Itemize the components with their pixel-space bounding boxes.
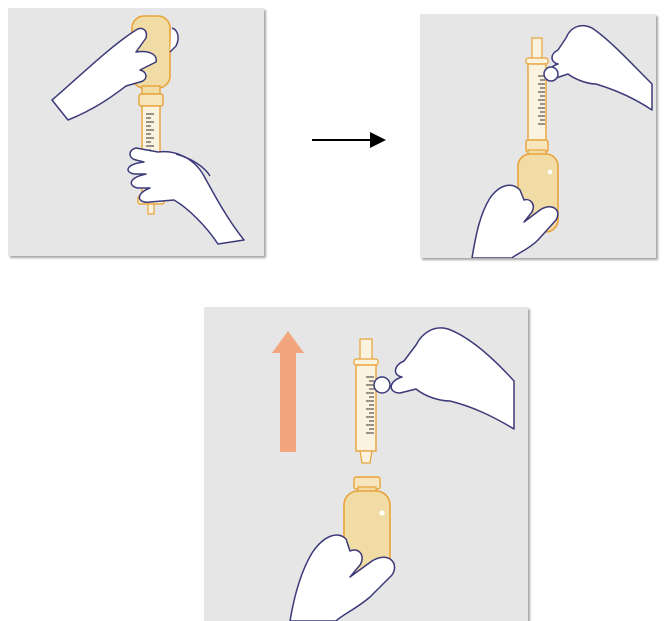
- hand-icon: [128, 148, 244, 244]
- syringe-icon: [354, 339, 378, 463]
- step-3-illustration: [204, 307, 528, 621]
- step-3-panel: [204, 307, 528, 621]
- syringe-icon: [526, 38, 548, 142]
- step-2-illustration: [420, 14, 656, 258]
- step-2-panel: [420, 14, 656, 258]
- hand-icon: [544, 26, 652, 110]
- right-arrow-icon: [310, 128, 390, 152]
- step-1-panel: [8, 8, 264, 256]
- step-1-illustration: [8, 8, 264, 256]
- hand-icon: [374, 328, 514, 429]
- up-arrow-icon: [272, 331, 304, 452]
